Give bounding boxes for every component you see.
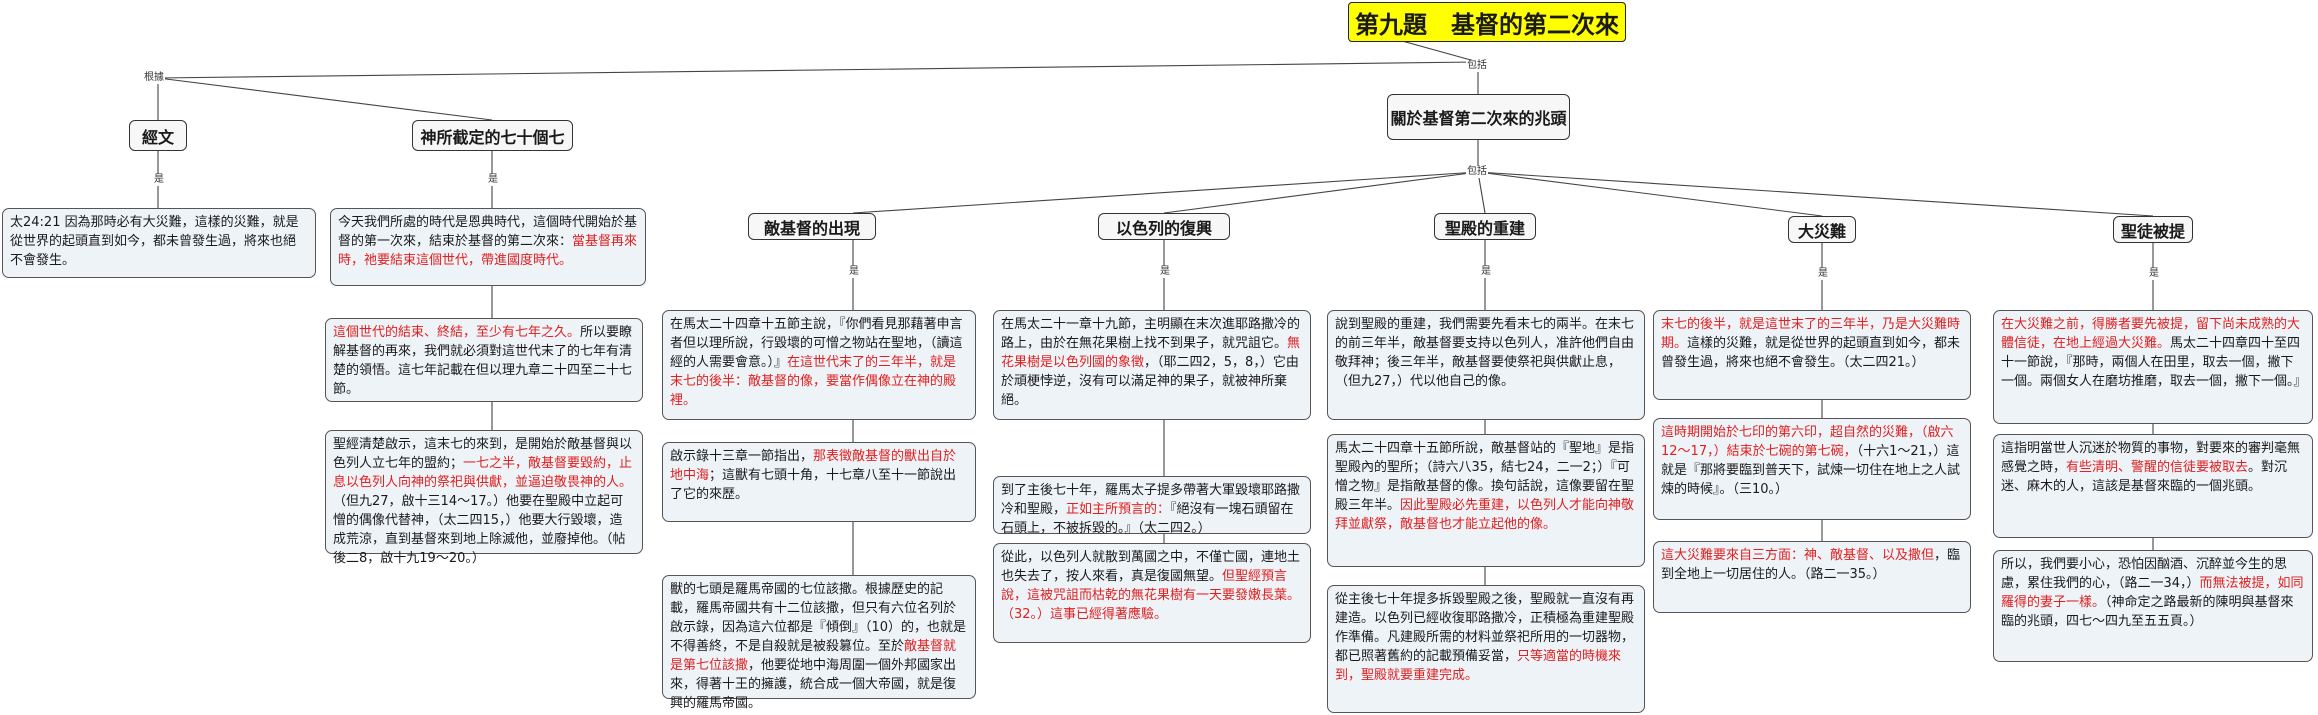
note-text-segment: 聖經清楚啟示，這末七的來到，是開始於敵基督與以色列人立七年的盟約； — [333, 437, 633, 471]
label-shi-jingwen: 是 — [153, 174, 165, 186]
note-text-segment: 從此，以色列人就散到萬國之中，不僅亡國，連地土也失去了，按人來看，真是復國無望。 — [1001, 550, 1301, 584]
note-seventy-2: 這個世代的結束、終結，至少有七年之久。所以要瞭解基督的再來，我們就必須對這世代末… — [325, 318, 643, 402]
label-shi-sheng: 是 — [1480, 266, 1492, 278]
note-text-segment: ，他要從地中海周圍一個外邦國家出來，得著十王的擁護，統合成一個大帝國，就是復興的… — [670, 658, 957, 711]
note-tribulation-3: 這大災難要來自三方面：神、敵基督、以及撒但，臨到全地上一切居住的人。（路二一35… — [1653, 541, 1971, 613]
note-text-segment: 無花果樹是以色列國的象徵 — [1001, 336, 1301, 370]
note-temple-1: 說到聖殿的重建，我們需要先看末七的兩半。在末七的前三年半，敵基督要支持以色列人，… — [1327, 310, 1645, 420]
note-text-segment: 正如主所預言的： — [1066, 502, 1171, 517]
note-text-segment: 這指明當世人沉迷於物質的事物，對要來的審判毫無感覺之時， — [2001, 441, 2301, 475]
note-text-segment: 啟示錄十三章一節指出， — [670, 449, 814, 464]
note-seventy-1: 今天我們所處的時代是恩典時代，這個時代開始於基督的第一次來，結束於基督的第二次來… — [330, 208, 646, 286]
node-seventy-sevens[interactable]: 神所截定的七十個七 — [412, 120, 573, 151]
note-text-segment: （十六1～21，）這就是『那將要臨到普天下，試煉一切住在地上之人試煉的時候』。（… — [1661, 444, 1961, 497]
note-antichrist-3: 獸的七頭是羅馬帝國的七位該撒。根據歷史的記載，羅馬帝國共有十二位該撒，但只有六位… — [662, 575, 976, 711]
node-israel[interactable]: 以色列的復興 — [1098, 213, 1230, 240]
note-text-segment: 從主後七十年提多拆毀聖殿之後，聖殿就一直沒有再建造。以色列已經收復耶路撒冷，正積… — [1335, 592, 1635, 664]
node-temple[interactable]: 聖殿的重建 — [1434, 213, 1536, 240]
node-tribulation[interactable]: 大災難 — [1788, 216, 1856, 243]
note-temple-2: 馬太二十四章十五節所說，敵基督站的『聖地』是指聖殿內的聖所；（詩六八35，結七2… — [1327, 434, 1645, 567]
note-text-segment: 在這世代末了的三年半，就是末七的後半：敵基督的像，要當作偶像立在神的殿裡。 — [670, 355, 957, 408]
note-antichrist-2: 啟示錄十三章一節指出，那表徵敵基督的獸出自於地中海；這獸有七頭十角，十七章八至十… — [662, 442, 976, 522]
note-israel-1: 在馬太二十一章十九節，主明顯在末次進耶路撒冷的路上，由於在無花果樹上找不到果子，… — [993, 310, 1311, 420]
note-text-segment: ；這獸有七頭十角，十七章八至十一節說出了它的來歷。 — [670, 468, 957, 502]
note-rapture-1: 在大災難之前，得勝者要先被提，留下尚未成熟的大體信徒，在地上經過大災難。馬太二十… — [1993, 310, 2313, 424]
note-text-segment: 在馬太二十一章十九節，主明顯在末次進耶路撒冷的路上，由於在無花果樹上找不到果子，… — [1001, 317, 1301, 351]
note-antichrist-1: 在馬太二十四章十五節主說，『你們看見那藉著申言者但以理所說，行毀壞的可憎之物站在… — [662, 310, 976, 420]
label-shi-da: 是 — [1817, 268, 1829, 280]
note-text-segment: 所以，我們要小心，恐怕因酗酒、沉醉並今生的思慮，累住我們的心，（路二一34，） — [2001, 557, 2288, 591]
note-text-segment: 敵基督就是第七位該撒 — [670, 639, 957, 673]
note-text-segment: 到了主後七十年，羅馬太子提多帶著大軍毀壞耶路撒冷和聖殿， — [1001, 483, 1301, 517]
note-seventy-3: 聖經清楚啟示，這末七的來到，是開始於敵基督與以色列人立七年的盟約；一七之半，敵基… — [325, 430, 643, 566]
label-shi-yi: 是 — [1159, 266, 1171, 278]
note-text-segment: ，（耶二四2，5，8，）它由於頑梗悖逆，沒有可以滿足神的果子，就被神所棄絕。 — [1001, 355, 1299, 408]
note-text-segment: 。對沉迷、麻木的人，這該是基督來臨的一個兆頭。 — [2001, 460, 2288, 494]
label-shi-qishi: 是 — [487, 174, 499, 186]
note-text-segment: （神命定之路最新的陳明與基督來臨的兆頭，四七～四九至五五頁。） — [2001, 595, 2294, 629]
note-text-segment: 但聖經預言說，這被咒詛而枯乾的無花果樹有一天要發嫩長葉。（32。）這事已經得著應… — [1001, 569, 1301, 622]
note-text-segment: 因此聖殿必先重建，以色列人才能向神敬拜並獻祭，敵基督也才能立起他的像。 — [1335, 498, 1635, 532]
note-text-segment: 在大災難之前，得勝者要先被提，留下尚未成熟的大體信徒，在地上經過大災難。 — [2001, 317, 2301, 351]
node-antichrist[interactable]: 敵基督的出現 — [748, 213, 876, 240]
label-shi-di: 是 — [848, 266, 860, 278]
note-rapture-3: 所以，我們要小心，恐怕因酗酒、沉醉並今生的思慮，累住我們的心，（路二一34，）而… — [1993, 550, 2313, 662]
note-text-segment: 這樣的災難，就是從世界的起頭直到如今，都未曾發生過，將來也絕不會發生。（太二四2… — [1661, 336, 1961, 370]
note-text-segment: 太24:21 因為那時必有大災難，這樣的災難，就是從世界的起頭直到如今，都未曾發… — [10, 215, 299, 268]
note-text-segment: 只等適當的時機來到，聖殿就要重建完成。 — [1335, 649, 1622, 683]
note-tribulation-1: 末七的後半，就是這世末了的三年半，乃是大災難時期。這樣的災難，就是從世界的起頭直… — [1653, 310, 1971, 400]
note-text-segment: 在馬太二十四章十五節主說，『你們看見那藉著申言者但以理所說，行毀壞的可憎之物站在… — [670, 317, 963, 370]
note-text-segment: 馬太二十四章十五節所說，敵基督站的『聖地』是指聖殿內的聖所；（詩六八35，結七2… — [1335, 441, 1635, 513]
note-text-segment: （但九27，啟十三14～17。）他要在聖殿中立起可憎的偶像代替神，（太二四15，… — [333, 494, 626, 566]
note-text-segment: 當基督再來時，祂要結束這個世代，帶進國度時代。 — [338, 234, 638, 268]
note-text-segment: 獸的七頭是羅馬帝國的七位該撒。根據歷史的記載，羅馬帝國共有十二位該撒，但只有六位… — [670, 582, 967, 654]
note-text-segment: 馬太二十四章四十至四十一節說，『那時，兩個人在田里，取去一個，撇下一個。兩個女人… — [2001, 336, 2307, 389]
note-jingwen: 太24:21 因為那時必有大災難，這樣的災難，就是從世界的起頭直到如今，都未曾發… — [2, 208, 316, 278]
label-genju: 根據 — [143, 72, 165, 84]
note-text-segment: ，臨到全地上一切居住的人。（路二一35。） — [1661, 548, 1961, 582]
note-text-segment: 有些清明、警醒的信徒要被取去 — [2066, 460, 2249, 475]
node-jingwen[interactable]: 經文 — [129, 120, 187, 151]
note-text-segment: 末七的後半，就是這世末了的三年半，乃是大災難時期。 — [1661, 317, 1961, 351]
note-israel-3: 從此，以色列人就散到萬國之中，不僅亡國，連地土也失去了，按人來看，真是復國無望。… — [993, 543, 1311, 643]
note-text-segment: 而無法被提，如同羅得的妻子一樣。 — [2001, 576, 2304, 610]
label-shi-tu: 是 — [2148, 268, 2160, 280]
note-text-segment: 這大災難要來自三方面：神、敵基督、以及撒但 — [1661, 548, 1935, 563]
note-text-segment: 這個世代的結束、終結，至少有七年之久。 — [333, 325, 581, 340]
note-tribulation-2: 這時期開始於七印的第六印，超自然的災難，（啟六12～17，）結束於七碗的第七碗，… — [1653, 418, 1971, 520]
note-text-segment: 那表徵敵基督的獸出自於地中海 — [670, 449, 957, 483]
label-baokuo-signs: 包括 — [1466, 166, 1488, 178]
note-text-segment: 一七之半，敵基督要毀約，止息以色列人向神的祭祀與供獻，並逼迫敬畏神的人。 — [333, 456, 633, 490]
note-text-segment: 今天我們所處的時代是恩典時代，這個時代開始於基督的第一次來，結束於基督的第二次來… — [338, 215, 638, 249]
root-topic[interactable]: 第九題 基督的第二次來 — [1348, 2, 1626, 42]
note-text-segment: 『絕沒有一塊石頭留在石頭上，不被拆毀的。』（太二四2。） — [1001, 502, 1294, 536]
label-baokuo-root: 包括 — [1466, 60, 1488, 72]
note-rapture-2: 這指明當世人沉迷於物質的事物，對要來的審判毫無感覺之時，有些清明、警醒的信徒要被… — [1993, 434, 2313, 538]
node-rapture[interactable]: 聖徒被提 — [2113, 216, 2193, 243]
note-temple-3: 從主後七十年提多拆毀聖殿之後，聖殿就一直沒有再建造。以色列已經收復耶路撒冷，正積… — [1327, 585, 1645, 713]
note-text-segment: 這時期開始於七印的第六印，超自然的災難，（啟六12～17，）結束於七碗的第七碗， — [1661, 425, 1954, 459]
note-israel-2: 到了主後七十年，羅馬太子提多帶著大軍毀壞耶路撒冷和聖殿，正如主所預言的：『絕沒有… — [993, 476, 1311, 536]
note-text-segment: 所以要瞭解基督的再來，我們就必須對這世代末了的七年有清楚的領悟。這七年記載在但以… — [333, 325, 633, 397]
node-signs[interactable]: 關於基督第二次來的兆頭 — [1387, 94, 1570, 140]
note-text-segment: 說到聖殿的重建，我們需要先看末七的兩半。在末七的前三年半，敵基督要支持以色列人，… — [1335, 317, 1635, 389]
